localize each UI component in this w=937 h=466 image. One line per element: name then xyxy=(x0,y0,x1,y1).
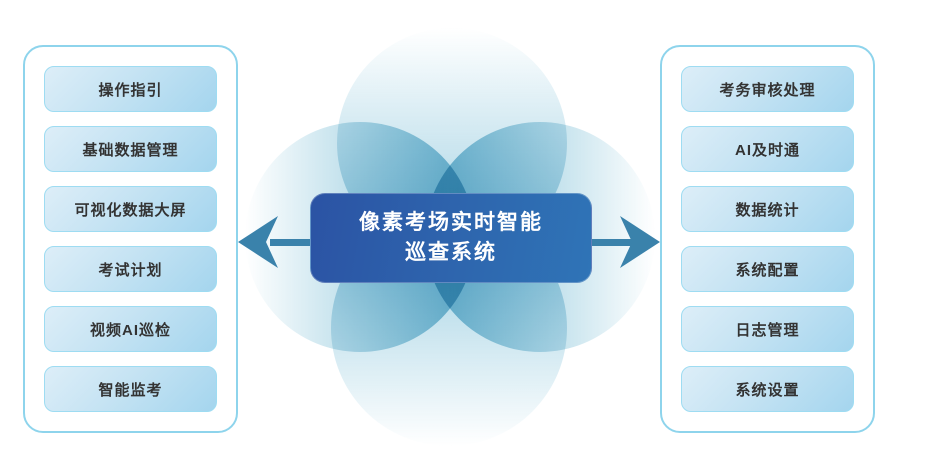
menu-item-button[interactable]: 系统配置 xyxy=(681,246,854,292)
center-title-line2: 巡查系统 xyxy=(405,241,497,264)
menu-item-button[interactable]: 考务审核处理 xyxy=(681,66,854,112)
left-arrow-icon xyxy=(238,216,278,268)
menu-item-button[interactable]: AI及时通 xyxy=(681,126,854,172)
menu-item-button[interactable]: 基础数据管理 xyxy=(44,126,217,172)
center-title-line1: 像素考场实时智能 xyxy=(359,211,543,234)
menu-item-button[interactable]: 数据统计 xyxy=(681,186,854,232)
menu-item-button[interactable]: 视频AI巡检 xyxy=(44,306,217,352)
menu-item-button[interactable]: 操作指引 xyxy=(44,66,217,112)
menu-item-button[interactable]: 智能监考 xyxy=(44,366,217,412)
menu-item-button[interactable]: 系统设置 xyxy=(681,366,854,412)
right-arrow-icon xyxy=(620,216,660,268)
left-menu-panel: 操作指引 基础数据管理 可视化数据大屏 考试计划 视频AI巡检 智能监考 xyxy=(23,45,238,433)
menu-item-button[interactable]: 可视化数据大屏 xyxy=(44,186,217,232)
right-menu-panel: 考务审核处理 AI及时通 数据统计 系统配置 日志管理 系统设置 xyxy=(660,45,875,433)
menu-item-button[interactable]: 考试计划 xyxy=(44,246,217,292)
menu-item-button[interactable]: 日志管理 xyxy=(681,306,854,352)
center-title-box: 像素考场实时智能 巡查系统 xyxy=(310,193,592,283)
